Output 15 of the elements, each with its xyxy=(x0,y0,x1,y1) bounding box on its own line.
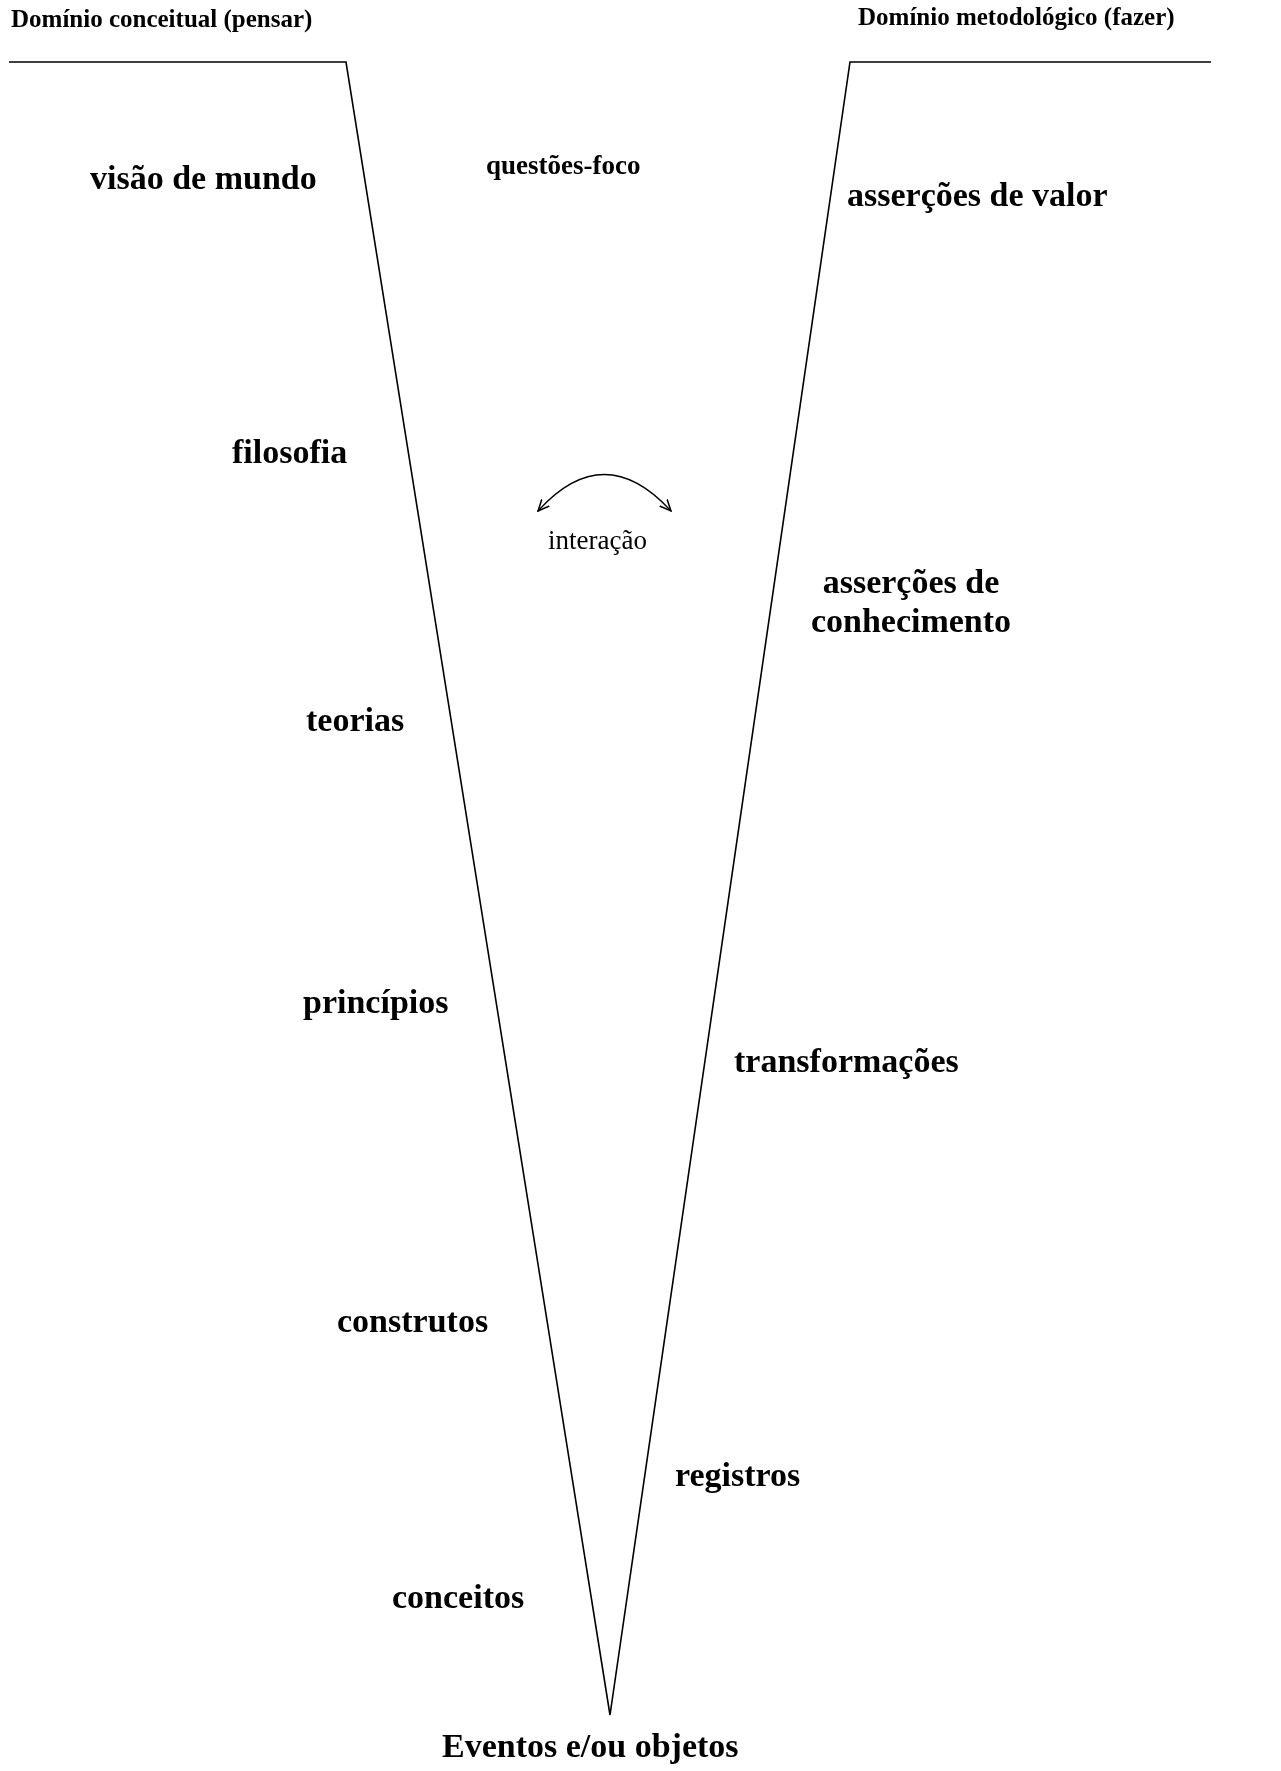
vee-label: visão de mundo xyxy=(90,158,317,198)
vee-label: filosofia xyxy=(232,432,348,472)
vee-label: conceitos xyxy=(392,1577,525,1617)
vee-label: registros xyxy=(675,1455,801,1495)
vee-label: asserções de conhecimento xyxy=(809,562,1013,641)
focus-question-label: questões-foco xyxy=(486,150,641,182)
arrow-caption: interação xyxy=(548,525,647,557)
domain-heading: Domínio metodológico (fazer) xyxy=(858,3,1175,32)
vee-label: asserções de valor xyxy=(847,175,1108,215)
base-label: Eventos e/ou objetos xyxy=(442,1726,739,1766)
vee-label: princípios xyxy=(303,982,449,1022)
vee-label: teorias xyxy=(306,700,405,740)
vee-label: construtos xyxy=(337,1301,489,1341)
domain-heading: Domínio conceitual (pensar) xyxy=(11,5,313,34)
vee-label: transformações xyxy=(734,1041,959,1081)
